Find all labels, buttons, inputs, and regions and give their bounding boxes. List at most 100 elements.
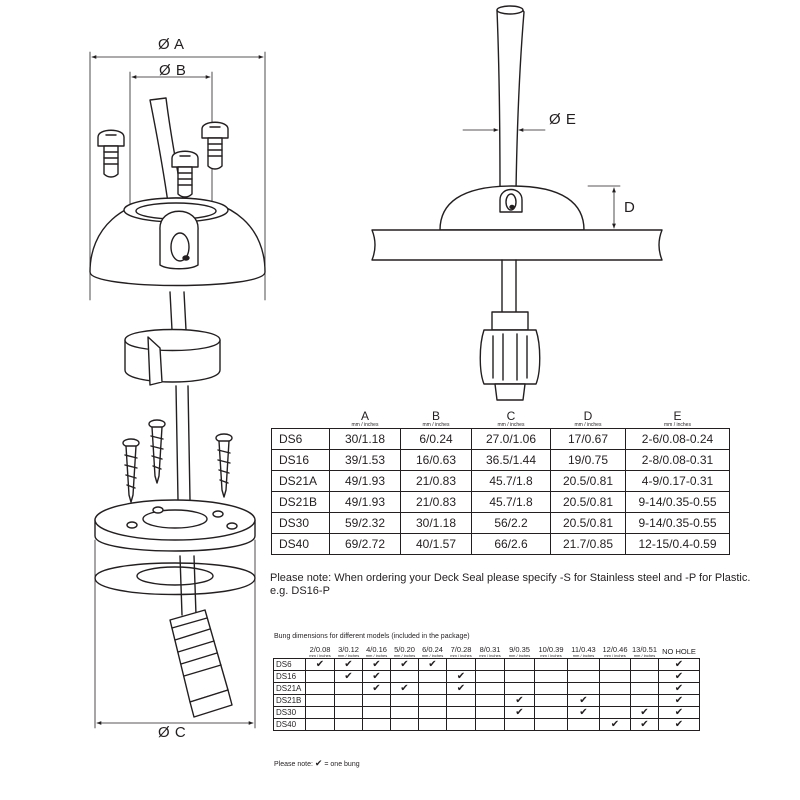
value-cell: 30/1.18 [400,512,472,534]
dome-cover [89,197,266,287]
bung-header-size: 2/0.08 [309,645,331,654]
empty-cell [390,670,419,683]
dimension-a-line [89,51,266,301]
empty-cell [362,706,391,719]
empty-cell [567,658,600,671]
value-cell: 20.5/0.81 [550,491,626,513]
check-icon: ✔ [362,658,391,671]
check-icon: ✔ [630,718,659,731]
empty-cell [305,682,335,695]
value-cell: 2-8/0.08-0.31 [625,449,730,471]
bung-header-size: 13/0.51 [631,645,658,654]
empty-cell [534,694,568,707]
model-cell: DS6 [271,428,330,450]
check-icon: ✔ [567,706,600,719]
empty-cell [630,670,659,683]
order-note: Please note: When ordering your Deck Sea… [270,572,750,598]
value-cell: 9-14/0.35-0.55 [625,512,730,534]
check-icon: ✔ [334,670,363,683]
empty-cell [504,658,535,671]
bung-header-size: 10/0.39 [538,645,564,654]
value-cell: 4-9/0.17-0.31 [625,470,730,492]
empty-cell [334,718,363,731]
empty-cell [390,718,419,731]
value-cell: 6/0.24 [400,428,472,450]
empty-cell [599,682,631,695]
check-icon: ✔ [418,658,447,671]
empty-cell [599,670,631,683]
installed-dome [439,185,585,231]
bung-legend-note: Please note: ✔ = one bung [274,758,360,769]
bung-header-model-blank [274,646,306,659]
empty-cell [390,694,419,707]
bung-table-row: DS21B✔✔✔ [273,694,700,707]
empty-cell [534,706,568,719]
bung-header-unit: mm / inches [421,653,444,658]
check-icon: ✔ [658,682,700,695]
header-letter: C [506,409,516,423]
header-letter: A [360,409,369,423]
empty-cell [362,694,391,707]
bung-header-size: 9/0.35 [509,645,530,654]
empty-cell [475,706,505,719]
empty-cell [504,718,535,731]
model-cell: DS40 [271,533,330,555]
empty-cell [305,670,335,683]
deck-plate [371,229,663,261]
check-icon: ✔ [567,694,600,707]
empty-cell [305,706,335,719]
bung-model-cell: DS21A [273,682,306,695]
value-cell: 40/1.57 [400,533,472,555]
bung-table-row: DS40✔✔✔ [273,718,700,731]
header-unit: mm / inches [664,422,691,428]
header-unit: mm / inches [351,422,379,428]
bung-model-cell: DS30 [273,706,306,719]
dimension-d-line [587,185,621,231]
value-cell: 49/1.93 [329,470,401,492]
check-icon: ✔ [305,658,335,671]
check-icon: ✔ [630,706,659,719]
value-cell: 20.5/0.81 [550,512,626,534]
bung-header-unit: mm / inches [450,653,472,658]
bung-table-title: Bung dimensions for different models (in… [274,633,470,640]
value-cell: 45.7/1.8 [471,470,551,492]
bung-header-unit: mm / inches [479,653,501,658]
bung-table-row: DS30✔✔✔✔ [273,706,700,719]
bung-model-cell: DS6 [273,658,306,671]
empty-cell [475,694,505,707]
dimension-c-label: Ø C [158,724,187,741]
check-icon: ✔ [504,706,535,719]
rubber-seal [124,328,221,386]
empty-cell [599,694,631,707]
value-cell: 39/1.53 [329,449,401,471]
header-letter: B [431,409,440,423]
check-icon: ✔ [658,706,700,719]
bung-table-body: DS6✔✔✔✔✔✔DS16✔✔✔✔DS21A✔✔✔✔DS21B✔✔✔DS30✔✔… [273,658,700,731]
header-model-blank [272,411,330,429]
order-note-line2: e.g. DS16-P [270,585,330,597]
empty-cell [446,694,476,707]
bung-table-row: DS21A✔✔✔✔ [273,682,700,695]
empty-cell [630,694,659,707]
model-cell: DS16 [271,449,330,471]
value-cell: 19/0.75 [550,449,626,471]
empty-cell [567,682,600,695]
check-icon: ✔ [599,718,631,731]
empty-cell [334,682,363,695]
dimension-d-label: D [624,199,636,216]
bung-header-size: NO HOLE [662,647,696,656]
bung-note-suffix: = one bung [324,761,360,768]
cable-gland [479,311,541,401]
dimension-c-line [94,539,256,729]
value-cell: 56/2.2 [471,512,551,534]
empty-cell [418,694,447,707]
value-cell: 21.7/0.85 [550,533,626,555]
empty-cell [567,718,600,731]
